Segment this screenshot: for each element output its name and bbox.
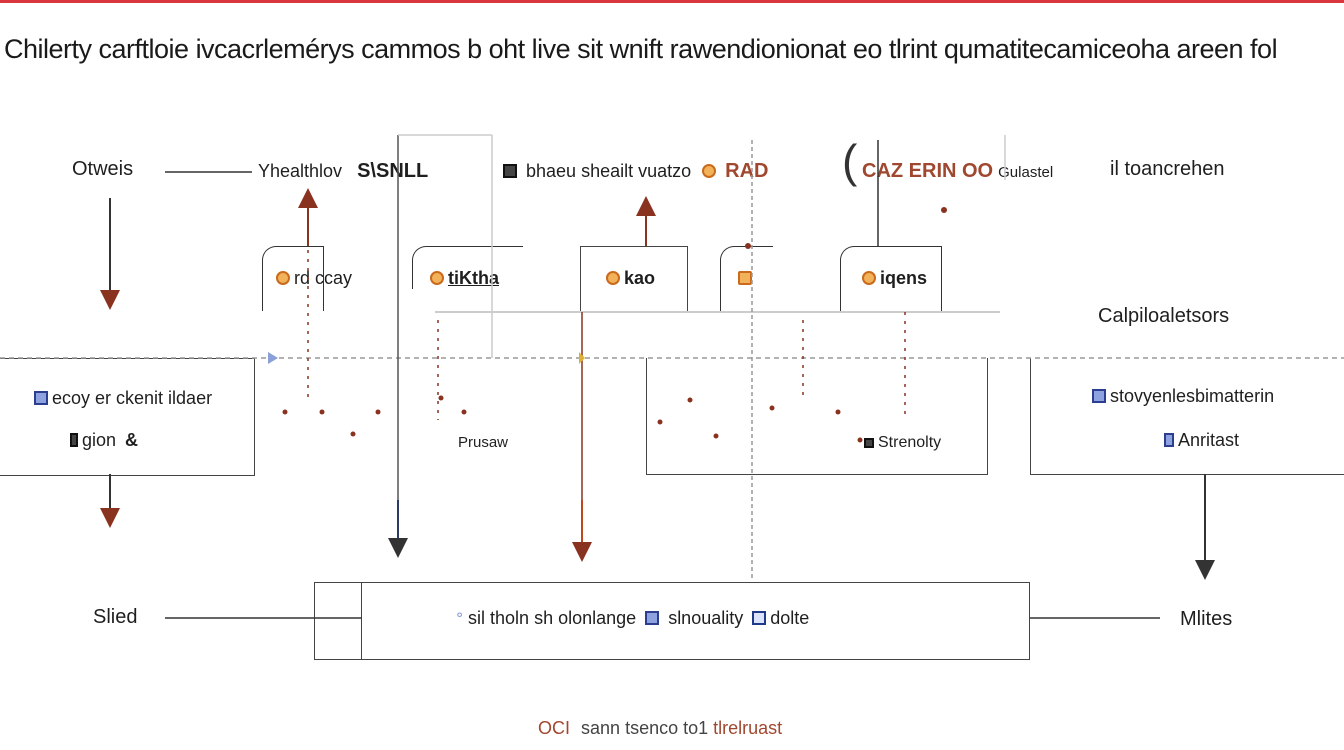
right-label-bottom: Mlites — [1180, 608, 1233, 630]
right-label-middle: Calpiloaletsors — [1098, 305, 1230, 327]
folder-icon — [738, 271, 752, 285]
right-box-text-1: stovyenlesbimatterin — [1110, 386, 1275, 406]
header-item-2-bold: RAD — [725, 160, 769, 182]
bottom-text-1: sil tholn sh olonlange — [468, 608, 637, 628]
left-box-line-2: gion & — [70, 430, 138, 451]
settings-icon — [862, 271, 876, 285]
link-icon: ᐤ — [456, 608, 464, 628]
dot-9 — [713, 433, 719, 439]
bookmark-icon — [1164, 433, 1174, 447]
tab-3-label: kao — [624, 268, 656, 288]
left-label-top: Otweis — [72, 158, 134, 180]
left-label-bottom: Slied — [93, 606, 138, 628]
page-title: Chilerty carftloie ivcacrlemérys cammos … — [4, 34, 1278, 64]
ampersand-glyph: & — [125, 430, 139, 450]
tab-frame-1 — [262, 246, 324, 311]
center-right-label: Strenolty — [864, 434, 941, 452]
tab-5[interactable]: iqens — [862, 268, 927, 289]
footer-prefix: OCI — [538, 718, 571, 738]
arrow-head-blue — [268, 352, 278, 364]
tab-1-label: rd ccay — [294, 268, 353, 288]
dot-11 — [835, 409, 841, 415]
right-process-box — [1030, 358, 1344, 475]
header-square-icon — [503, 164, 517, 178]
tab-frame-2 — [412, 246, 523, 289]
footer-text: sann tsenco to1 — [581, 718, 709, 738]
bottom-text-2: slnouality — [668, 608, 744, 628]
header-item-3: CAZ ERIN OO Gulastel — [862, 160, 1053, 183]
tab-2[interactable]: tiKtha — [430, 268, 499, 289]
left-box-line-1: ecoy er ckenit ildaer — [34, 388, 212, 409]
arrow-head-yellow — [579, 352, 585, 364]
left-box-text-2: gion — [82, 430, 117, 450]
document-icon — [1092, 389, 1106, 403]
right-label-top: il toancrehen — [1110, 158, 1225, 180]
center-label: Prusaw — [458, 434, 509, 451]
top-accent-bar — [0, 0, 1344, 3]
tab-4[interactable] — [738, 268, 756, 289]
badge-icon — [430, 271, 444, 285]
header-paren: ( — [842, 135, 858, 187]
left-box-text-1: ecoy er ckenit ildaer — [52, 388, 213, 408]
file-icon — [752, 611, 767, 625]
right-box-line-1: stovyenlesbimatterin — [1092, 386, 1274, 407]
right-box-text-2: Anritast — [1178, 430, 1240, 450]
tab-frame-5 — [840, 246, 942, 311]
dot-7 — [657, 419, 663, 425]
book-icon — [645, 611, 660, 625]
footer-note: OCI sann tsenco to1 tlrelruast — [538, 718, 782, 739]
tab-frame-3 — [580, 246, 688, 311]
center-right-text: Strenolty — [878, 434, 942, 451]
dot-1 — [282, 409, 288, 415]
footer-accent: tlrelruast — [713, 718, 783, 738]
dot-14 — [941, 207, 947, 213]
tab-2-label: tiKtha — [448, 268, 499, 288]
dot-2 — [319, 409, 325, 415]
tab-3[interactable]: kao — [606, 268, 655, 289]
dot-13 — [745, 243, 751, 249]
gear-icon — [276, 271, 290, 285]
header-item-1: Yhealthlov S\SNLL — [258, 160, 428, 183]
dot-4 — [350, 431, 356, 437]
bottom-box-text: ᐤ sil tholn sh olonlange slnouality dolt… — [456, 608, 809, 629]
bar-icon — [70, 433, 78, 447]
tab-5-label: iqens — [880, 268, 928, 288]
right-box-line-2: Anritast — [1164, 430, 1239, 451]
header-item-1-text: Yhealthlov — [258, 161, 343, 181]
monitor-icon — [34, 391, 48, 405]
dot-12 — [857, 437, 863, 443]
header-item-3-bold: CAZ ERIN OO — [862, 160, 994, 182]
header-pin-icon — [702, 164, 717, 178]
bottom-box-section — [314, 582, 362, 660]
header-item-2-text: bhaeu sheailt vuatzo — [526, 161, 692, 181]
tab-1[interactable]: rd ccay — [276, 268, 352, 289]
dot-6 — [461, 409, 467, 415]
dot-10 — [769, 405, 775, 411]
tag-icon — [606, 271, 620, 285]
square-icon — [864, 438, 874, 448]
header-item-3-suffix: Gulastel — [998, 164, 1054, 181]
bottom-text-3: dolte — [770, 608, 810, 628]
dot-8 — [687, 397, 693, 403]
header-item-2: bhaeu sheailt vuatzo RAD — [503, 160, 769, 183]
header-item-1-bold: S\SNLL — [357, 160, 429, 182]
dot-3 — [375, 409, 381, 415]
dot-5 — [438, 395, 444, 401]
center-process-box — [646, 358, 988, 475]
